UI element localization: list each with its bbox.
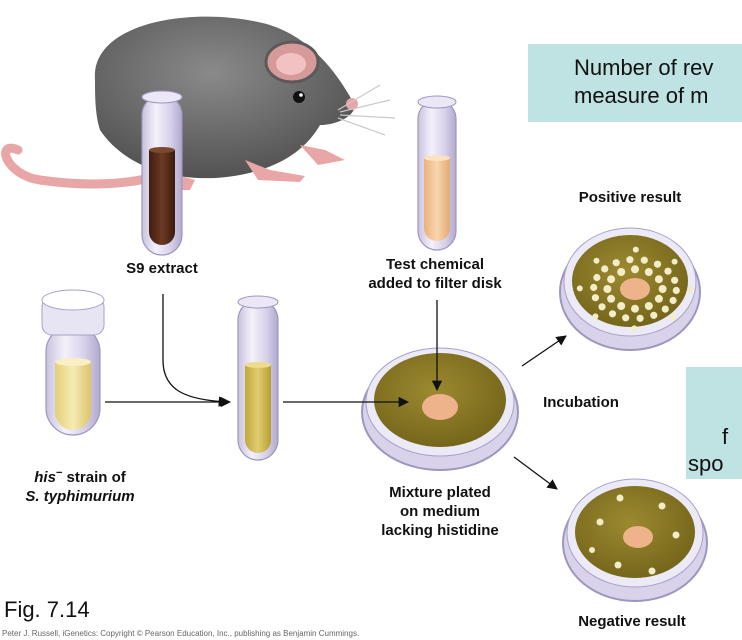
revertant-colony — [671, 276, 679, 284]
callout-box-middle: f spo — [686, 367, 742, 479]
label-mixture-line-2: on medium — [399, 503, 480, 520]
positive-result-plate — [559, 227, 701, 351]
copyright-notice: Peter J. Russell, iGenetics: Copyright ©… — [2, 629, 360, 638]
process-arrows — [105, 294, 567, 490]
callout-top-line-1: Number of rev — [574, 55, 714, 80]
revertant-colony — [658, 285, 667, 293]
label-strain-superscript: − — [55, 467, 63, 479]
center-petri-plate — [361, 347, 519, 471]
revertant-colony — [631, 304, 639, 313]
label-strain-suffix: strain of — [62, 469, 126, 486]
revertant-colony — [631, 265, 639, 274]
revertant-colony — [617, 302, 626, 310]
revertant-colony — [664, 267, 672, 275]
revertant-colony — [661, 305, 669, 313]
revertant-colony — [654, 294, 663, 303]
revertant-colony — [644, 302, 653, 310]
revertant-colony — [631, 325, 638, 332]
label-test-chemical-line-1: Test chemical — [385, 256, 485, 273]
label-negative-result: Negative result — [578, 613, 686, 630]
revertant-colony — [672, 286, 680, 295]
revertant-colony — [650, 311, 658, 319]
revertant-colony — [670, 314, 677, 321]
revertant-colony — [591, 294, 600, 302]
revertant-colony — [590, 283, 598, 292]
figure-caption: Fig. 7.14 — [4, 597, 90, 622]
label-strain-line-2: S. typhimurium — [25, 488, 135, 505]
mouse-illustration — [1, 16, 396, 190]
s9-extract-tube — [141, 90, 183, 256]
label-positive-result: Positive result — [578, 189, 682, 206]
label-strain-line-1: his− strain of — [10, 464, 150, 487]
revertant-colony — [608, 310, 617, 318]
revertant-colony — [671, 258, 678, 265]
callout-top-line-2: measure of m — [574, 83, 709, 108]
negative-result-plate — [562, 478, 708, 602]
revertant-colony — [636, 314, 644, 322]
revertant-colony — [576, 285, 583, 292]
label-mixture-line-1: Mixture plated — [389, 484, 491, 501]
revertant-colony — [607, 275, 616, 284]
revertant-colony — [617, 268, 626, 276]
callout-mid-line-1: f — [722, 424, 729, 449]
callout-mid-line-2: spo — [688, 451, 724, 476]
bacteria-strain-tube — [41, 289, 105, 436]
revertant-colony — [626, 256, 634, 264]
label-s9-extract: S9 extract — [126, 260, 198, 277]
label-strain-genotype: his — [34, 469, 56, 486]
test-chemical-tube — [417, 95, 457, 251]
mixture-tube — [237, 295, 279, 461]
revertant-colony — [653, 260, 662, 268]
label-test-chemical: Test chemical added to filter disk — [345, 255, 525, 293]
revertant-colony — [687, 286, 694, 293]
revertant-colony — [654, 275, 663, 284]
revertant-colony — [669, 296, 677, 305]
filter-disk — [422, 394, 458, 420]
label-test-chemical-line-2: added to filter disk — [368, 275, 502, 292]
label-mixture-line-3: lacking histidine — [381, 522, 499, 539]
revertant-colony — [622, 314, 630, 322]
revertant-colony — [592, 313, 599, 320]
revertant-colony — [603, 285, 612, 293]
revertant-colony — [607, 294, 616, 303]
revertant-colony — [593, 273, 601, 282]
revertant-colony — [644, 268, 653, 276]
callout-box-top: Number of rev measure of m — [528, 44, 742, 122]
revertant-colony — [640, 256, 648, 264]
label-incubation: Incubation — [543, 394, 619, 411]
revertant-colony — [601, 265, 609, 273]
revertant-colony — [612, 259, 620, 267]
label-mixture-plated: Mixture plated on medium lacking histidi… — [360, 483, 520, 540]
revertant-colony — [598, 303, 606, 311]
revertant-colony — [632, 246, 639, 253]
label-bacterial-strain: his− strain of S. typhimurium — [10, 464, 150, 506]
revertant-colony — [593, 257, 600, 264]
